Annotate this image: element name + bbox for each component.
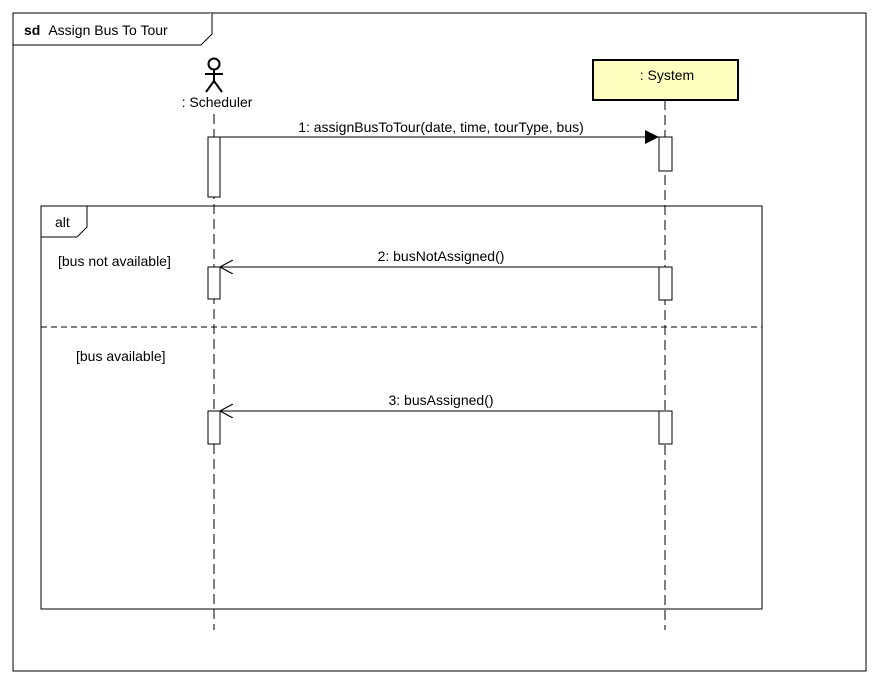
message-3: 3: busAssigned() — [220, 392, 659, 411]
guard-bus-available: [bus available] — [76, 348, 166, 364]
actor-icon — [205, 57, 223, 93]
activation-system-3 — [658, 410, 673, 445]
lifeline-system-head — [592, 59, 739, 101]
message-2: 2: busNotAssigned() — [220, 248, 659, 267]
sd-frame: sd Assign Bus To Tour — [12, 12, 867, 672]
message-2-label: 2: busNotAssigned() — [378, 248, 505, 264]
sd-name: Assign Bus To Tour — [48, 22, 168, 38]
lifeline-scheduler-label: : Scheduler — [182, 94, 253, 110]
message-1-label: 1: assignBusToTour(date, time, tourType,… — [298, 119, 584, 135]
lifeline-system: : System — [592, 59, 739, 630]
guard-bus-not-available: [bus not available] — [58, 253, 171, 269]
activation-system-2 — [658, 266, 673, 301]
activation-system-1 — [658, 136, 673, 172]
lifeline-scheduler: : Scheduler — [182, 57, 253, 630]
activation-scheduler-3 — [207, 410, 221, 445]
sd-frame-border — [12, 12, 867, 672]
alt-operator-label: alt — [55, 214, 70, 230]
alt-operator-tab — [41, 206, 88, 238]
alt-fragment-border — [40, 205, 763, 610]
alt-fragment: alt [bus not available] [bus available] — [40, 205, 763, 610]
lifeline-system-label: : System — [640, 67, 694, 83]
message-1: 1: assignBusToTour(date, time, tourType,… — [220, 119, 659, 144]
activation-scheduler-2 — [207, 266, 221, 300]
sd-frame-tab — [13, 13, 213, 46]
message-3-label: 3: busAssigned() — [388, 392, 493, 408]
sd-frame-title: sd Assign Bus To Tour — [24, 22, 168, 39]
sd-keyword: sd — [24, 22, 40, 38]
activation-scheduler-1 — [207, 136, 221, 198]
activations — [207, 136, 673, 445]
